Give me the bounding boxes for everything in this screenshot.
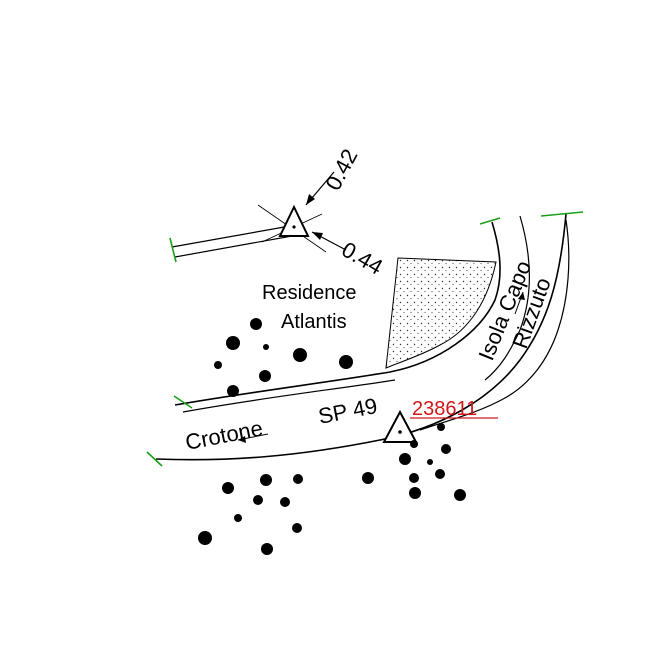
tree-dot-icon xyxy=(427,459,433,465)
tree-dot-icon xyxy=(435,469,445,479)
tree-dot-icon xyxy=(441,444,451,454)
road-label-sp49: SP 49 xyxy=(316,393,379,429)
tree-dot-icon xyxy=(263,344,269,350)
survey-code-label: 238611 xyxy=(412,398,477,420)
dimension-label-bottom: 0.44 xyxy=(338,237,388,280)
tree-dot-icon xyxy=(409,473,419,483)
tree-dot-icon xyxy=(214,361,222,369)
tree-dot-icon xyxy=(399,453,411,465)
direction-arrow-crotone xyxy=(237,433,269,443)
tree-dot-icon xyxy=(410,440,418,448)
tree-dot-icon xyxy=(259,370,271,382)
tree-dot-icon xyxy=(260,474,272,486)
tree-dot-icon xyxy=(198,531,212,545)
direction-arrow-rizzuto xyxy=(514,291,525,315)
tree-dot-icon xyxy=(253,495,263,505)
tree-dot-icon xyxy=(250,318,262,330)
upper-survey-marker xyxy=(257,171,347,253)
tree-dot-icon xyxy=(437,423,445,431)
residence-name-line-2: Atlantis xyxy=(281,311,347,333)
upper-spur-road xyxy=(169,225,293,263)
main-road-sp49 xyxy=(146,211,584,467)
tree-dot-icon xyxy=(222,482,234,494)
tree-dot-icon xyxy=(293,474,303,484)
road-label-crotone: Crotone xyxy=(183,415,265,454)
tree-dot-icon xyxy=(409,487,421,499)
road-survey-marker xyxy=(382,409,498,443)
tree-dot-icon xyxy=(454,489,466,501)
tree-dot-icon xyxy=(261,543,273,555)
tree-dot-icon xyxy=(339,355,353,369)
triangle-benchmark-icon xyxy=(382,409,418,443)
triangle-benchmark-icon xyxy=(278,204,310,237)
tree-dot-icon xyxy=(280,497,290,507)
road-verge-right xyxy=(419,219,570,431)
dimension-label-top: 0.42 xyxy=(320,145,362,195)
tree-dot-icon xyxy=(362,472,374,484)
residence-plot-hatch xyxy=(385,257,497,369)
tree-cluster xyxy=(198,318,466,555)
residence-name-line-1: Residence xyxy=(262,282,357,304)
tree-dot-icon xyxy=(293,348,307,362)
tree-dot-icon xyxy=(234,514,242,522)
tree-dot-icon xyxy=(226,336,240,350)
tree-dot-icon xyxy=(292,523,302,533)
tree-dot-icon xyxy=(227,385,239,397)
